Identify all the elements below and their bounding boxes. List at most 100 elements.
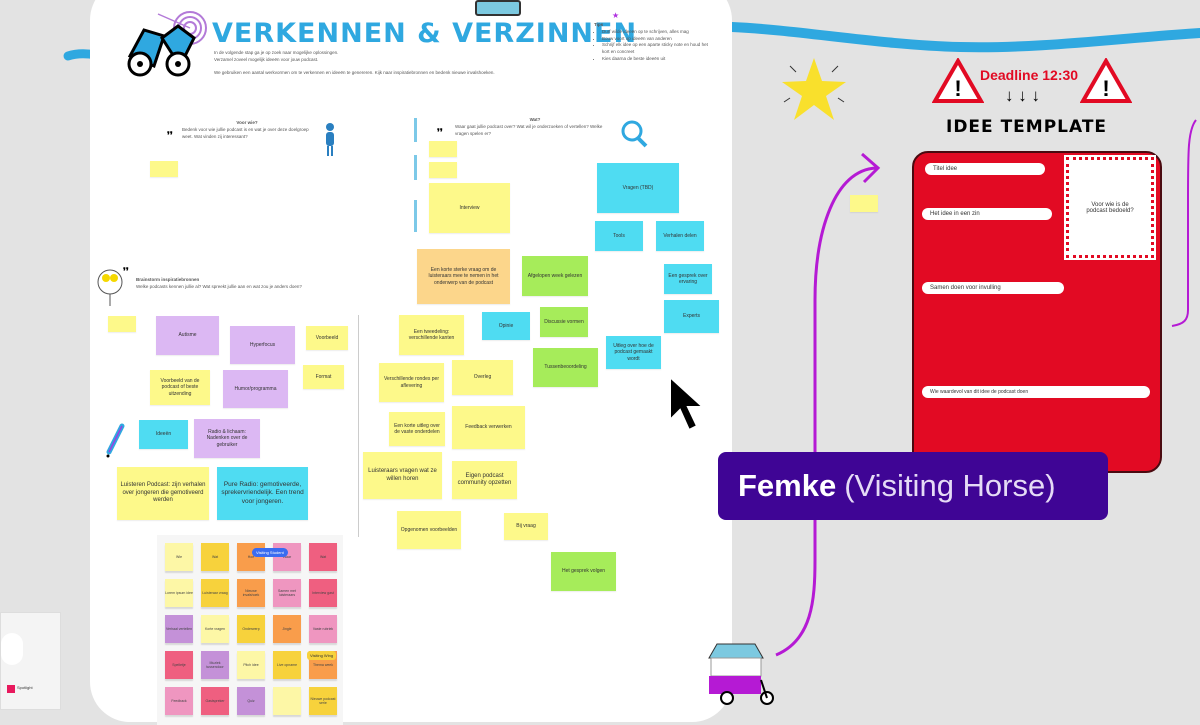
sticky-note[interactable]: Luisteren Podcast: zijn verhalen over jo… [117,467,209,520]
template-field-idea[interactable]: Het idee in een zin [922,208,1052,220]
template-title: IDEE TEMPLATE [946,117,1108,137]
sticky-note[interactable]: Humor/programma [223,370,288,408]
section-brainstorm: Brainstorm inspiratiebronnen Welke podca… [136,277,336,291]
grid-sticky-note[interactable]: Interview gast [309,579,337,607]
template-field-title[interactable]: Titel idee [925,163,1045,175]
grid-sticky-note[interactable]: Vaste rubriek [309,615,337,643]
grid-sticky-note[interactable]: Lorem ipsum idee [165,579,193,607]
template-field-value[interactable]: Wie waardevol van dit idee de podcast do… [922,386,1150,398]
grid-sticky-note[interactable]: Quiz [237,687,265,715]
grid-sticky-note[interactable]: Wie [165,543,193,571]
warning-icon: ! [932,58,984,103]
collaborator-name: Femke [738,468,837,503]
sticky-note[interactable]: Overleg [452,360,513,395]
sticky-note-empty[interactable] [850,195,878,212]
sticky-note[interactable]: Tools [595,221,643,251]
intro-paragraph: We gebruiken een aantal werkvormen om te… [214,69,495,75]
sticky-note[interactable]: Opgenomen voorbeelden [397,511,461,549]
pencil-icon [106,423,125,458]
grid-sticky-note[interactable]: Hoe [237,543,265,571]
sticky-note[interactable]: Opinie [482,312,530,340]
grid-sticky-note[interactable]: Onderwerp [237,615,265,643]
sticky-note-empty[interactable] [429,141,457,157]
grid-sticky-note[interactable]: Muziek tussendoor [201,651,229,679]
grid-sticky-note[interactable]: Live opname [273,651,301,679]
grid-sticky-note[interactable]: Feedback [165,687,193,715]
grid-sticky-note[interactable]: Jingle [273,615,301,643]
intro-line: In de volgende stap ga je op zoek naar m… [214,50,339,55]
collaborator-label: Femke (Visiting Horse) [718,452,1108,520]
grid-sticky-note[interactable]: Wat [309,543,337,571]
divider [414,118,417,142]
tips-heading: Tips [594,22,604,27]
grid-sticky-note[interactable]: Waar [273,543,301,571]
section-brainstorm-text: Welke podcasts kennen jullie al? Wat spr… [136,283,302,289]
deadline-label: Deadline 12:30 [980,67,1079,83]
sticky-note[interactable]: Uitleg over hoe de podcast gemaakt wordt [606,336,661,369]
sticky-note[interactable]: Discussie vormen [540,307,588,337]
sticky-note[interactable]: Hyperfocus [230,326,295,364]
thumbnail-frame[interactable]: Spotlight [0,612,61,710]
sticky-note-empty[interactable] [108,316,136,332]
sticky-note[interactable]: Experts [664,300,719,333]
sticky-note[interactable]: Format [303,365,344,389]
grid-sticky-note[interactable]: Samen met luisteraars [273,579,301,607]
footsteps-icon: ❜❜ [123,266,129,276]
sticky-note[interactable]: Vragen (TBD) [597,163,679,213]
cursor-label: Visiting Student [252,548,288,557]
tips-box: ★ Tips Durf wilde ideeën op te schrijven… [594,10,714,63]
grid-sticky-note[interactable]: Korte vragen [201,615,229,643]
grid-sticky-note[interactable]: Wat [201,543,229,571]
tip-item: Schrijf elk idee op een aparte sticky no… [602,42,714,56]
sticky-note[interactable]: Verschillende rondes per aflevering [379,363,444,402]
sticky-note[interactable]: Verhalen delen [656,221,704,251]
sticky-note-empty[interactable] [429,162,457,178]
svg-text:!: ! [954,76,961,101]
sticky-note[interactable]: Een gesprek over ervaring [664,264,712,294]
grid-sticky-note[interactable]: Gastspreker [201,687,229,715]
grid-sticky-note[interactable]: Spelletje [165,651,193,679]
sticky-note[interactable]: Een korte sterke vraag om de luisteraars… [417,249,510,304]
grid-sticky-note[interactable]: Verhaal vertellen [165,615,193,643]
binoculars-icon [127,11,207,77]
sticky-note[interactable]: Autisme [156,316,219,355]
sticky-note[interactable]: Het gesprek volgen [551,552,616,591]
person-icon [326,123,334,156]
grid-sticky-note[interactable]: Luisteraar vraag [201,579,229,607]
footsteps-icon: ❜❜ [167,130,173,140]
section-who: Voor wie? Bedenk voor wie jullie podcast… [182,120,312,140]
sticky-note[interactable]: Tussenbeoordeling [533,348,598,387]
sticky-note[interactable]: Voorbeeld [306,326,348,350]
sticky-note[interactable]: Voorbeeld van de podcast of beste uitzen… [150,370,210,405]
sticky-note[interactable]: Pure Radio: gemotiveerde, sprekervriende… [217,467,308,520]
sticky-note[interactable]: Interview [429,183,510,233]
sticky-note[interactable]: Radio & lichaam: Nadenken over de gebrui… [194,419,260,458]
cursor-label: Visiting Wing [307,651,337,660]
sticky-note[interactable]: Afgelopen week gelezen [522,256,588,296]
sticky-note[interactable]: Ideeën [139,420,188,449]
grid-sticky-note[interactable]: Pitch idee [237,651,265,679]
down-arrows: ↓ ↓ ↓ [1005,86,1040,105]
section-what: Wat? Waar gaat jullie podcast over? Wat … [455,117,615,137]
template-image-box[interactable]: Voor wie is de podcast bedoeld? [1064,155,1156,260]
sticky-note[interactable]: Luisteraars vragen wat ze willen horen [363,452,442,499]
section-what-heading: Wat? [529,117,541,122]
sticky-note[interactable]: Een korte uitleg over de vaste onderdele… [389,412,445,446]
intro-line: Verzamel zoveel mogelijk ideeën voor jou… [214,56,319,62]
collaborator-role: (Visiting Horse) [844,468,1056,503]
sticky-note[interactable]: Feedback verwerken [452,406,525,449]
magnifier-icon [621,120,648,148]
divider [414,155,417,180]
grid-sticky-note[interactable]: Nieuwe invalshoek [237,579,265,607]
sticky-note-empty[interactable] [150,161,178,177]
grid-sticky-note[interactable] [273,687,301,715]
grid-sticky-note[interactable]: Nieuwe podcast serie [309,687,337,715]
sticky-note[interactable]: Bij vraag [504,513,548,540]
sticky-note[interactable]: Eigen podcast community opzetten [452,461,517,499]
svg-text:!: ! [1102,76,1109,101]
template-field-invulling[interactable]: Samen doen voor invulling [922,282,1064,294]
sticky-note[interactable]: Een tweedeling: verschillende kanten [399,315,464,355]
sticker-icon [475,0,521,16]
